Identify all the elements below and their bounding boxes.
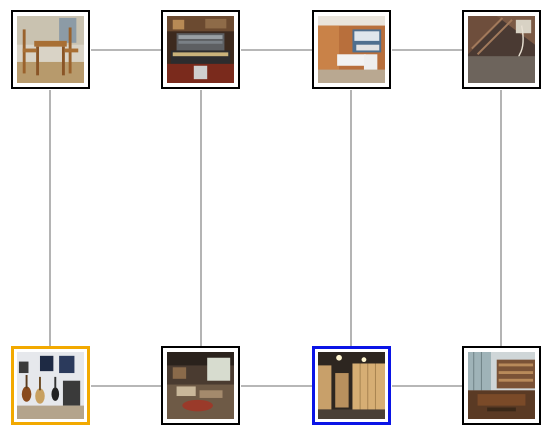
living-room-photo <box>167 352 234 419</box>
node-recording-studio[interactable] <box>161 10 240 89</box>
node-library-reading-room[interactable] <box>462 346 541 425</box>
node-locker-room[interactable] <box>312 346 391 425</box>
node-living-room[interactable] <box>161 346 240 425</box>
library-reading-room-photo <box>468 352 535 419</box>
locker-room-photo <box>318 352 385 419</box>
node-dining-room[interactable] <box>11 10 90 89</box>
modern-lobby-photo <box>318 16 385 83</box>
recording-studio-console-photo <box>167 16 234 83</box>
attic-room-photo <box>468 16 535 83</box>
node-music-room[interactable] <box>11 346 90 425</box>
node-modern-lobby[interactable] <box>312 10 391 89</box>
node-attic[interactable] <box>462 10 541 89</box>
dining-room-table-photo <box>17 16 84 83</box>
music-room-guitars-photo <box>17 352 84 419</box>
